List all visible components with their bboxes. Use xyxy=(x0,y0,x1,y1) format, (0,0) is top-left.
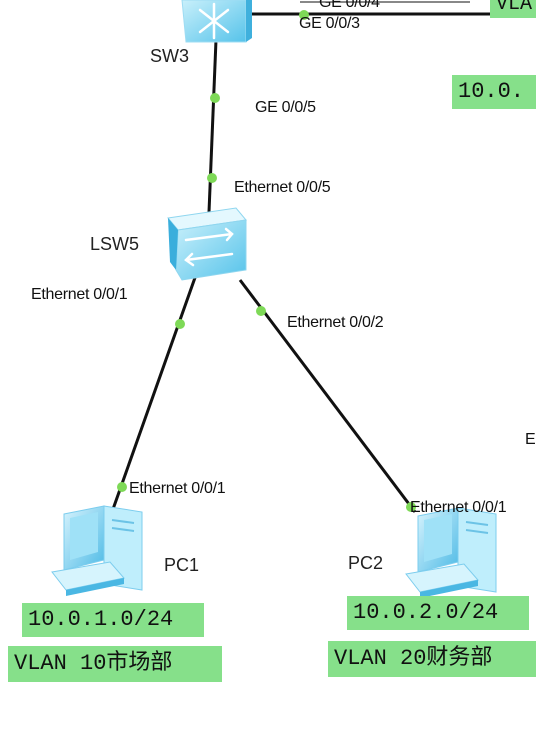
port-label-sw3-ge005: GE 0/0/5 xyxy=(255,99,316,116)
link-dot xyxy=(210,93,220,103)
link-lsw5-pc1 xyxy=(110,271,199,513)
link-dots xyxy=(117,10,416,512)
link-dot xyxy=(406,502,416,512)
link-dot xyxy=(299,10,309,20)
pc2-label: PC2 xyxy=(348,553,384,573)
port-label-lsw5-eth005: Ethernet 0/0/5 xyxy=(234,179,331,196)
link-lsw5-pc2 xyxy=(238,279,417,513)
pc1-label: PC1 xyxy=(164,555,200,575)
port-label-lsw5-eth002: Ethernet 0/0/2 xyxy=(287,314,384,331)
lsw5-label: LSW5 xyxy=(90,234,140,254)
pc1-vlan-tag: VLAN 10市场部 xyxy=(8,646,222,682)
lsw5-switch-icon[interactable] xyxy=(167,207,247,281)
sw3-switch-icon[interactable] xyxy=(181,0,252,43)
vlan-tag-partial: VLA xyxy=(490,0,536,18)
link-dot xyxy=(175,319,185,329)
port-label-partial: E xyxy=(525,431,536,448)
port-label-pc1-eth001: Ethernet 0/0/1 xyxy=(129,480,226,497)
pc1-subnet-tag: 10.0.1.0/24 xyxy=(22,603,204,637)
pc2-subnet-tag: 10.0.2.0/24 xyxy=(347,596,529,630)
port-label-sw3-ge003: GE 0/0/3 xyxy=(299,15,360,32)
link-dot xyxy=(207,173,217,183)
pc2-computer-icon[interactable] xyxy=(405,507,497,598)
link-dot xyxy=(256,306,266,316)
links xyxy=(110,1,536,513)
pc2-vlan-tag: VLAN 20财务部 xyxy=(328,641,536,677)
port-label-lsw5-eth001: Ethernet 0/0/1 xyxy=(31,286,128,303)
pc1-computer-icon[interactable] xyxy=(51,505,143,596)
link-sw3-lsw5 xyxy=(207,39,218,213)
port-label-pc2-eth001: Ethernet 0/0/1 xyxy=(410,499,507,516)
port-label-sw3-ge004: GE 0/0/4 xyxy=(319,0,380,11)
sw3-label: SW3 xyxy=(150,46,190,66)
link-dot xyxy=(117,482,127,492)
subnet-tag-partial: 10.0. xyxy=(452,75,536,109)
